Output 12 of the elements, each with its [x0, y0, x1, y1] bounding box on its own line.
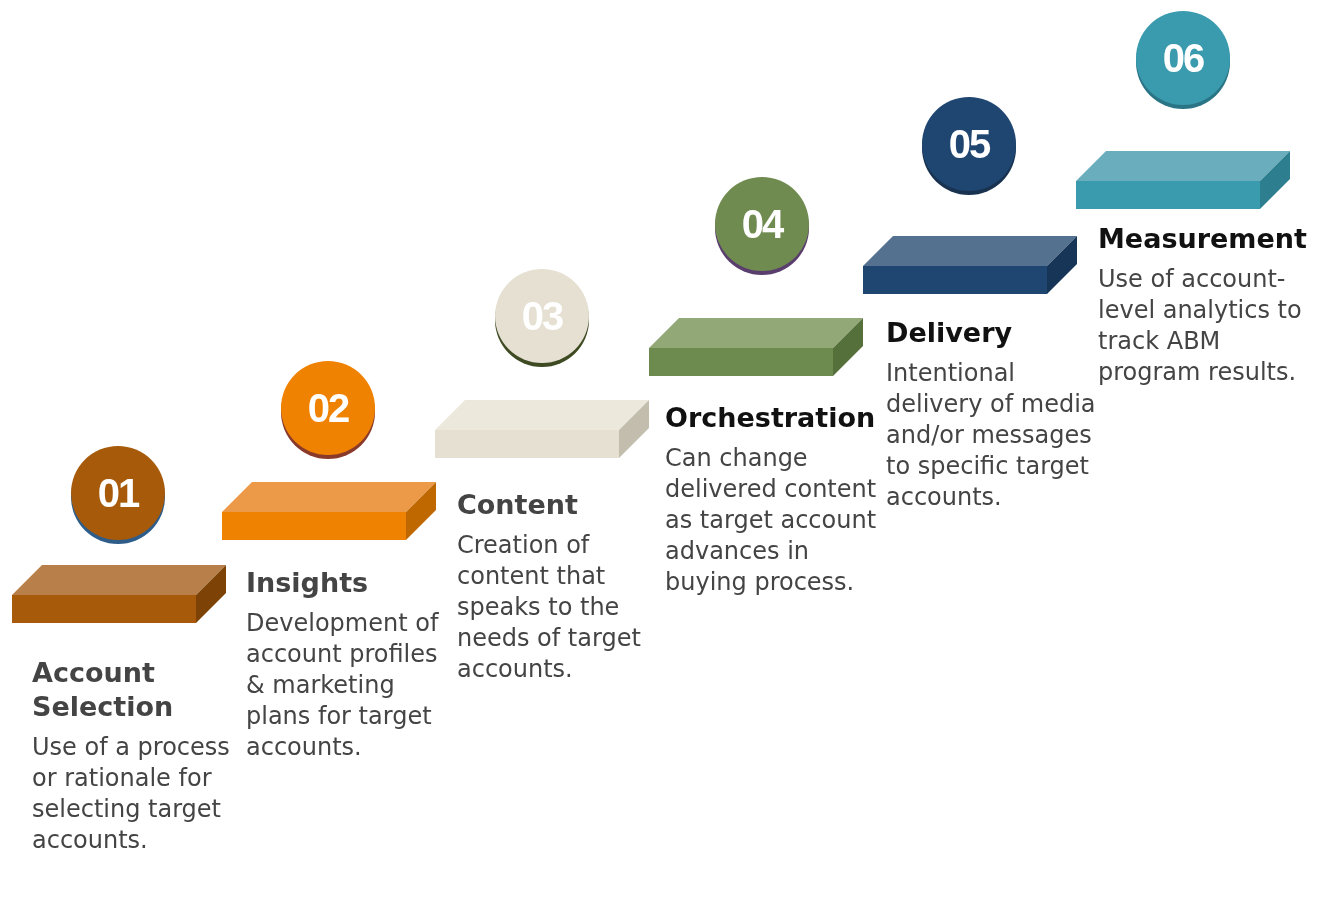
- step-description: Can change delivered content as target account advances in buying process.: [665, 443, 878, 598]
- step-description: Creation of content that speaks to the needs of target accounts.: [457, 530, 642, 685]
- step-description: Intentional delivery of media and/or messages to specific target accounts.: [886, 358, 1096, 513]
- step-heading: Measurement: [1098, 222, 1308, 256]
- step-description: Use of a process or rationale for selecting target accounts.: [32, 732, 231, 856]
- step-heading: Account Selection: [32, 656, 175, 724]
- step-heading: Insights: [246, 566, 370, 600]
- step-description: Use of account-level analytics to track ABM program results.: [1098, 264, 1303, 388]
- step-heading: Content: [457, 488, 579, 522]
- step-description: Development of account profiles & marketing plans for target accounts.: [246, 608, 440, 763]
- step-heading: Delivery: [886, 316, 1014, 350]
- step-heading: Orchestration: [665, 401, 877, 435]
